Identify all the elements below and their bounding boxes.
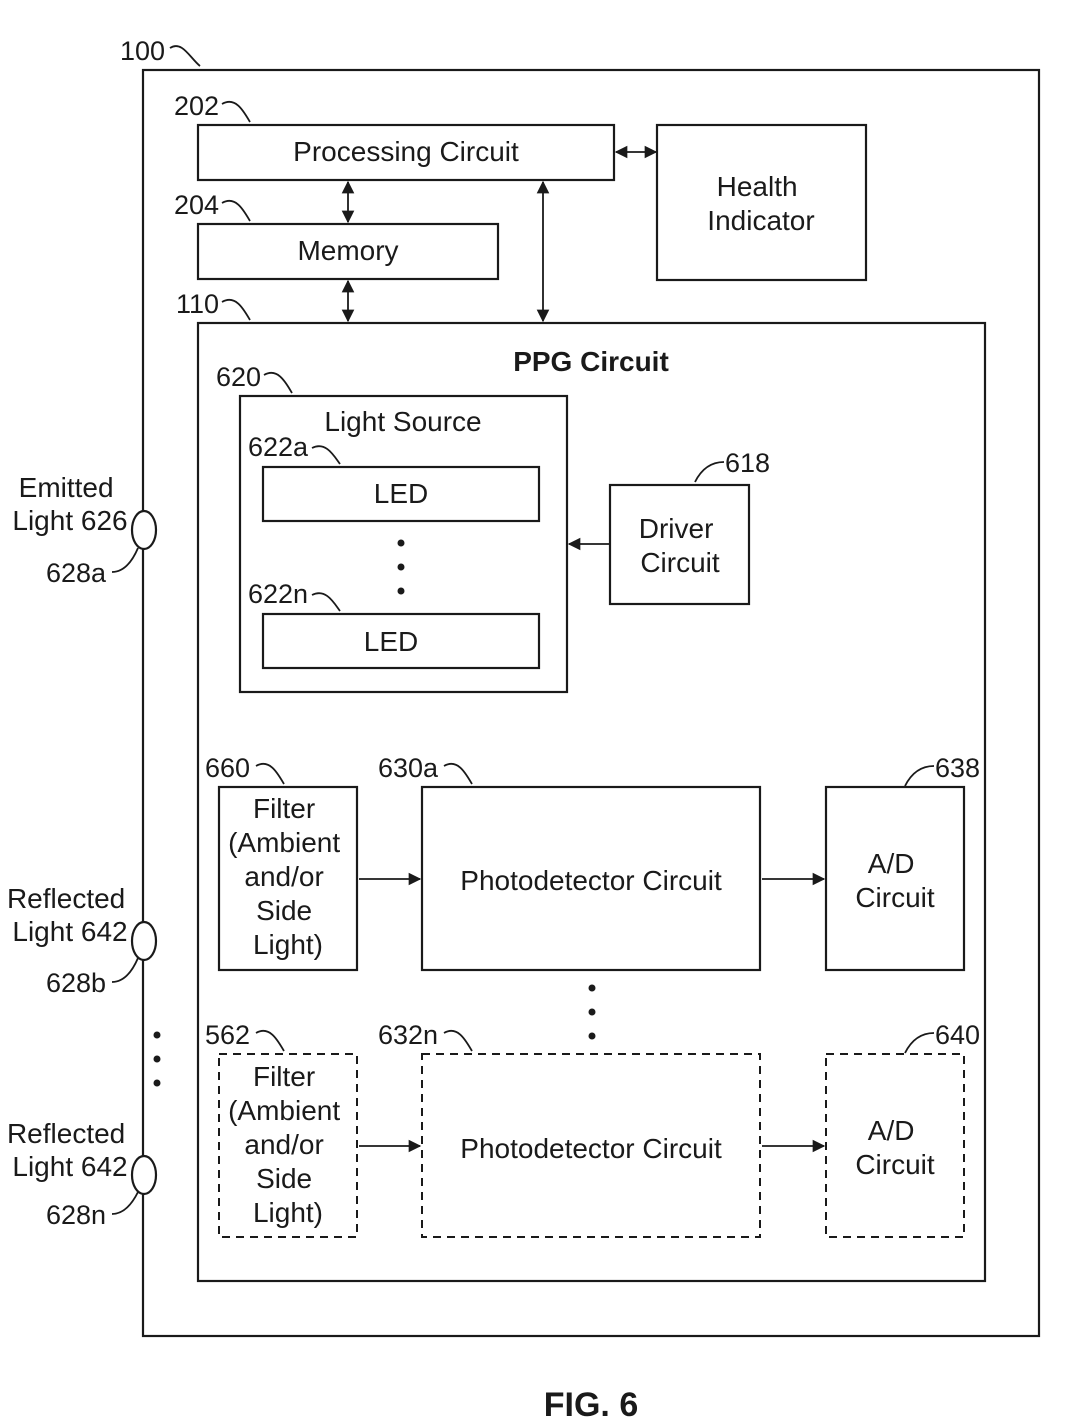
led-ellipsis-dot-2 — [398, 564, 405, 571]
pd-ellipsis-dot-2 — [589, 1009, 596, 1016]
reflected-light-n-label: Reflected Light 642 — [7, 1118, 133, 1182]
led-ellipsis-dot-1 — [398, 540, 405, 547]
ref-light-source: 620 — [216, 362, 261, 392]
ref-port-a: 628a — [46, 558, 107, 588]
optical-port-628a — [132, 511, 156, 549]
leader-port-b — [112, 958, 138, 982]
pd-ellipsis-dot-3 — [589, 1033, 596, 1040]
emitted-light-label: Emitted Light 626 — [12, 472, 127, 536]
ref-filter-n: 562 — [205, 1020, 250, 1050]
reflected-light-b-label: Reflected Light 642 — [7, 883, 133, 947]
ref-filter-a: 660 — [205, 753, 250, 783]
port-ellipsis-dot-2 — [154, 1056, 161, 1063]
led-bottom-label: LED — [364, 626, 418, 657]
ref-ad-n: 640 — [935, 1020, 980, 1050]
ref-pd-n: 632n — [378, 1020, 438, 1050]
photodetector-bottom-label: Photodetector Circuit — [460, 1133, 722, 1164]
led-top-label: LED — [374, 478, 428, 509]
ref-driver: 618 — [725, 448, 770, 478]
port-ellipsis-dot-1 — [154, 1032, 161, 1039]
led-ellipsis-dot-3 — [398, 588, 405, 595]
photodetector-top-label: Photodetector Circuit — [460, 865, 722, 896]
ref-ad-a: 638 — [935, 753, 980, 783]
leader-port-n — [112, 1192, 138, 1214]
leader-device — [170, 46, 200, 66]
port-ellipsis-dot-3 — [154, 1080, 161, 1087]
memory-label: Memory — [297, 235, 398, 266]
ref-memory: 204 — [174, 190, 219, 220]
ref-device: 100 — [120, 36, 165, 66]
ref-led-n: 622n — [248, 579, 308, 609]
leader-port-a — [112, 548, 138, 572]
processing-circuit-label: Processing Circuit — [293, 136, 519, 167]
ref-processing: 202 — [174, 91, 219, 121]
optical-port-628b — [132, 922, 156, 960]
figure-label: FIG. 6 — [544, 1386, 638, 1424]
light-source-label: Light Source — [324, 406, 481, 437]
optical-port-628n — [132, 1156, 156, 1194]
ref-port-b: 628b — [46, 968, 106, 998]
driver-circuit-box — [610, 485, 749, 604]
ref-led-a: 622a — [248, 432, 309, 462]
ref-ppg: 110 — [176, 289, 219, 319]
health-indicator-box — [657, 125, 866, 280]
ref-pd-a: 630a — [378, 753, 439, 783]
ref-port-n: 628n — [46, 1200, 106, 1230]
pd-ellipsis-dot-1 — [589, 985, 596, 992]
ppg-circuit-label: PPG Circuit — [513, 346, 669, 377]
